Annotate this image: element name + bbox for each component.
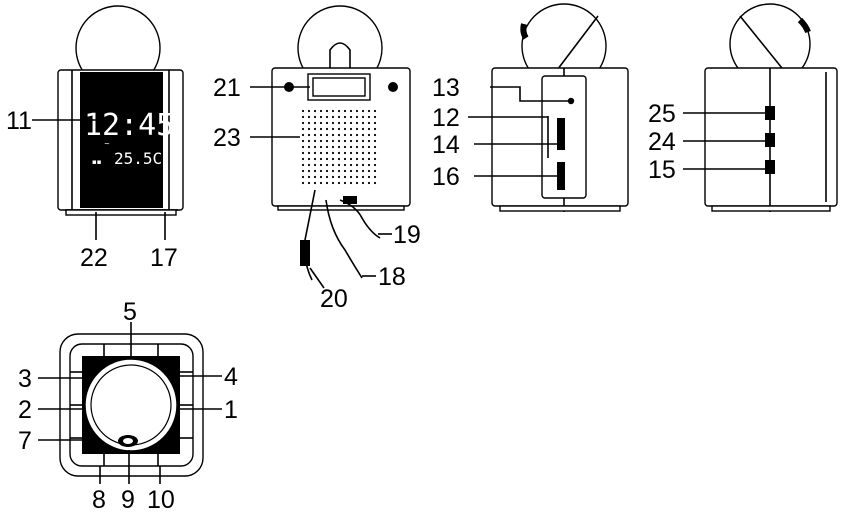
callout-2: 2 xyxy=(18,396,32,424)
speaker-grill xyxy=(300,108,380,188)
button-25 xyxy=(765,106,775,120)
callout-3: 3 xyxy=(18,365,32,393)
callout-22: 22 xyxy=(80,244,108,272)
screw-right xyxy=(388,82,398,92)
display-time: 12:45 xyxy=(84,108,174,143)
callout-8: 8 xyxy=(92,486,106,514)
callout-13: 13 xyxy=(432,74,460,102)
switch-14 xyxy=(557,118,565,150)
display-temperature: 25.5C xyxy=(114,149,162,168)
callout-1: 1 xyxy=(224,396,238,424)
callout-12: 12 xyxy=(432,104,460,132)
left-side-view: 13 12 14 16 xyxy=(432,3,629,212)
front-view: 12:45 ~ ▪▪ 25.5C 11 22 17 xyxy=(6,5,184,272)
signal-icon: ▪▪ xyxy=(92,158,102,166)
callout-18: 18 xyxy=(378,263,406,291)
button-24 xyxy=(765,133,775,147)
switch-16 xyxy=(557,162,565,190)
callout-24: 24 xyxy=(648,128,676,156)
callout-21: 21 xyxy=(213,74,241,102)
callout-23: 23 xyxy=(213,124,241,152)
callout-17: 17 xyxy=(150,244,178,272)
focus-knob xyxy=(520,23,529,40)
callout-14: 14 xyxy=(432,131,460,159)
button-15 xyxy=(765,160,775,174)
callout-10: 10 xyxy=(147,486,175,514)
lcd-display xyxy=(80,72,163,208)
indicator-led xyxy=(567,97,575,105)
top-view: 5 3 2 7 4 1 8 9 10 xyxy=(18,298,238,514)
cable-18 xyxy=(325,199,363,279)
front-base xyxy=(65,209,177,216)
back-view: 21 23 19 18 20 xyxy=(213,5,421,313)
cable-19 xyxy=(339,199,381,239)
svg-text:~: ~ xyxy=(104,140,110,148)
callout-16: 16 xyxy=(432,163,460,191)
callout-4: 4 xyxy=(224,363,238,391)
callout-25: 25 xyxy=(648,100,676,128)
callout-9: 9 xyxy=(121,486,135,514)
callout-20: 20 xyxy=(320,285,348,313)
plug-20 xyxy=(300,240,310,266)
callout-19: 19 xyxy=(393,221,421,249)
callout-15: 15 xyxy=(648,156,676,184)
callout-11: 11 xyxy=(6,107,32,135)
top-globe xyxy=(84,358,178,452)
right-side-view: 25 24 15 xyxy=(648,3,838,212)
callout-7: 7 xyxy=(18,427,32,455)
callout-5: 5 xyxy=(123,298,137,326)
